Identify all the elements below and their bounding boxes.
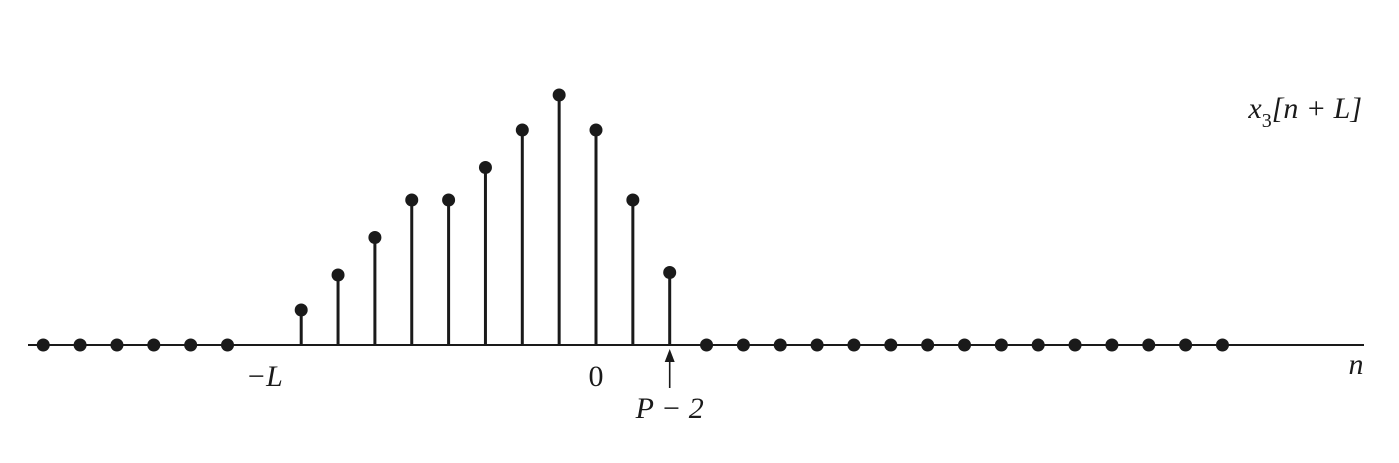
stems-group bbox=[36, 88, 1229, 352]
sample-point bbox=[442, 193, 456, 207]
sample-point bbox=[994, 338, 1008, 352]
tick-label: 0 bbox=[589, 360, 604, 393]
plot-title: x3[n + L] bbox=[1247, 92, 1362, 132]
sample-point bbox=[147, 338, 161, 352]
sample-point bbox=[1179, 338, 1193, 352]
sample-point bbox=[36, 338, 50, 352]
x-axis-label: n bbox=[1349, 348, 1364, 381]
sample-point bbox=[810, 338, 824, 352]
title-argument: [n + L] bbox=[1272, 92, 1362, 125]
sample-point bbox=[405, 193, 419, 207]
sample-point bbox=[700, 338, 714, 352]
sample-point bbox=[589, 123, 603, 137]
title-subscript: 3 bbox=[1262, 110, 1272, 132]
annotation-label: P − 2 bbox=[635, 392, 704, 425]
sample-point bbox=[1105, 338, 1119, 352]
sample-point bbox=[663, 266, 677, 279]
sample-point bbox=[1031, 338, 1045, 352]
sample-point bbox=[552, 88, 566, 102]
tick-label: −L bbox=[246, 360, 283, 393]
sample-point bbox=[294, 303, 308, 317]
tick-labels-group: −L 0 bbox=[246, 360, 604, 393]
sample-point bbox=[1068, 338, 1082, 352]
sample-point bbox=[478, 161, 492, 174]
sample-point bbox=[331, 268, 345, 282]
sample-point bbox=[773, 338, 787, 352]
sample-point bbox=[73, 338, 87, 352]
sample-point bbox=[847, 338, 861, 352]
annotation-arrow-head bbox=[664, 349, 675, 362]
sample-point bbox=[921, 338, 935, 352]
sample-point bbox=[110, 338, 124, 352]
sample-point bbox=[958, 338, 971, 352]
sample-point bbox=[736, 338, 750, 352]
p-minus-2-annotation: P − 2 bbox=[635, 349, 704, 425]
sample-point bbox=[221, 338, 234, 352]
sample-point bbox=[626, 193, 640, 207]
title-variable: x bbox=[1247, 92, 1262, 125]
sample-point bbox=[515, 123, 529, 137]
sample-point bbox=[368, 231, 382, 244]
sample-point bbox=[184, 338, 198, 352]
sample-point bbox=[1215, 338, 1229, 352]
sample-point bbox=[884, 338, 898, 352]
sample-point bbox=[1142, 338, 1156, 352]
